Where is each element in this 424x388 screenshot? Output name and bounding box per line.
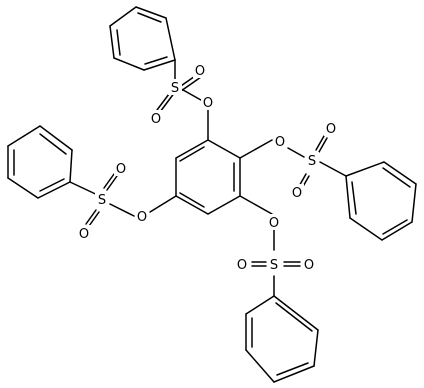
atom-label-s4: S	[98, 193, 106, 208]
oxygen-atom: O	[201, 94, 215, 111]
oxygen-atom: O	[149, 110, 163, 127]
top-phenyl-ring	[109, 6, 176, 71]
sulfur-atom: S	[95, 191, 109, 208]
bottom-phenyl-ring	[245, 295, 319, 383]
atom-label-o3a: O	[237, 258, 247, 273]
atom-label-s1: S	[171, 81, 179, 96]
central-benzene-ring	[175, 139, 241, 215]
atom-label-o4: O	[137, 210, 147, 225]
oxygen-atom: O	[235, 256, 249, 273]
oxygen-atom: O	[273, 133, 287, 150]
oxygen-atom: O	[77, 225, 91, 242]
atom-label-s3: S	[270, 258, 278, 273]
oxygen-atom: O	[290, 184, 304, 201]
atom-label-o4b: O	[79, 227, 89, 242]
atom-label-o3: O	[269, 216, 279, 231]
left-sulfonate-bonds	[69, 173, 177, 227]
sulfur-atom: S	[168, 79, 182, 96]
atom-label-s2: S	[308, 154, 316, 169]
left-phenyl-ring	[7, 125, 73, 199]
atom-label-o1a: O	[195, 64, 205, 79]
lower-sulfonate-bonds	[239, 195, 301, 297]
atom-labels: O S O O O S O	[77, 62, 338, 273]
oxygen-atom: O	[193, 62, 207, 79]
oxygen-atom: O	[267, 214, 281, 231]
sulfur-atom: S	[305, 152, 319, 169]
oxygen-atom: O	[114, 160, 128, 177]
atom-label-o2: O	[275, 135, 285, 150]
atom-label-o2a: O	[326, 122, 336, 137]
bonds	[7, 6, 417, 383]
atom-label-o1b: O	[151, 112, 161, 127]
right-sulfonate-bonds	[239, 135, 347, 191]
atom-label-o1: O	[203, 96, 213, 111]
atom-label-o4a: O	[116, 162, 126, 177]
sulfur-atom: S	[267, 256, 281, 273]
right-phenyl-ring	[345, 161, 417, 241]
oxygen-atom: O	[302, 256, 316, 273]
oxygen-atom: O	[135, 208, 149, 225]
atom-label-o2b: O	[292, 186, 302, 201]
atom-label-o3b: O	[304, 258, 314, 273]
oxygen-atom: O	[324, 120, 338, 137]
